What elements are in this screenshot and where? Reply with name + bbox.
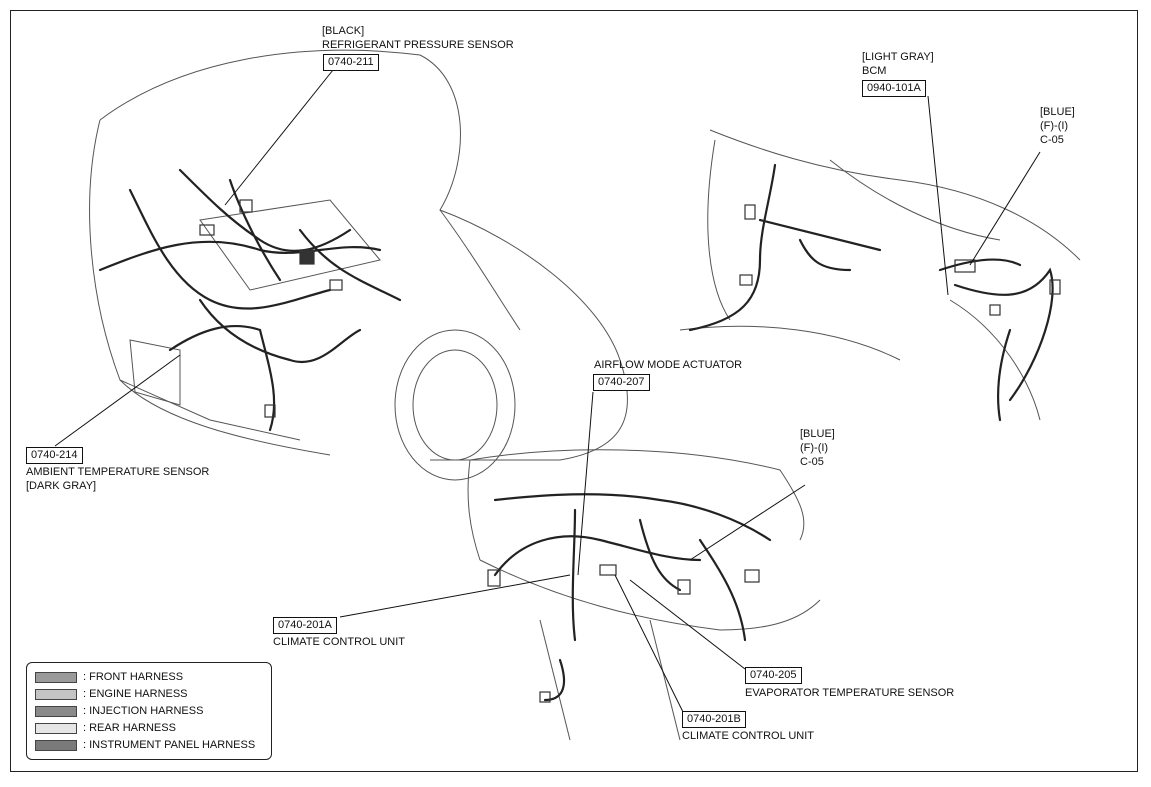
blue-connector-top-line2: (F)-(I) <box>1040 120 1069 132</box>
bcm-color: [LIGHT GRAY] <box>862 51 934 63</box>
legend-item-engine-harness: : ENGINE HARNESS <box>35 687 188 701</box>
ambient-sensor-code: 0740-214 <box>26 447 83 464</box>
blue-connector-mid-line2: (F)-(I) <box>800 442 829 454</box>
bcm-code: 0940-101A <box>862 80 926 97</box>
airflow-actuator-code: 0740-207 <box>593 374 650 391</box>
climate-control-b-code: 0740-201B <box>682 711 746 728</box>
refrigerant-sensor-color: [BLACK] <box>322 25 365 37</box>
legend-swatch <box>35 671 77 683</box>
evaporator-sensor-name: EVAPORATOR TEMPERATURE SENSOR <box>745 687 955 699</box>
legend-label: : ENGINE HARNESS <box>83 688 188 700</box>
blue-connector-top-color: [BLUE] <box>1040 106 1075 118</box>
legend-item-front-harness: : FRONT HARNESS <box>35 670 183 684</box>
harness-legend: : FRONT HARNESS : ENGINE HARNESS : INJEC… <box>26 662 272 760</box>
legend-swatch <box>35 722 77 734</box>
blue-connector-mid-line3: C-05 <box>800 456 824 468</box>
evaporator-sensor-code: 0740-205 <box>745 667 802 684</box>
legend-label: : FRONT HARNESS <box>83 671 184 683</box>
bcm-name: BCM <box>862 65 887 77</box>
legend-item-instrument-panel-harness: : INSTRUMENT PANEL HARNESS <box>35 738 255 752</box>
legend-swatch <box>35 739 77 751</box>
legend-item-rear-harness: : REAR HARNESS <box>35 721 176 735</box>
diagram-frame <box>10 10 1138 772</box>
blue-connector-mid-color: [BLUE] <box>800 428 835 440</box>
climate-control-a-code: 0740-201A <box>273 617 337 634</box>
climate-control-b-name: CLIMATE CONTROL UNIT <box>682 730 815 742</box>
legend-item-injection-harness: : INJECTION HARNESS <box>35 704 203 718</box>
blue-connector-top-line3: C-05 <box>1040 134 1064 146</box>
refrigerant-sensor-name: REFRIGERANT PRESSURE SENSOR <box>322 39 514 51</box>
refrigerant-sensor-code: 0740-211 <box>323 54 379 71</box>
climate-control-a-name: CLIMATE CONTROL UNIT <box>273 636 406 648</box>
ambient-sensor-color: [DARK GRAY] <box>26 480 97 492</box>
legend-label: : REAR HARNESS <box>83 722 176 734</box>
legend-swatch <box>35 688 77 700</box>
ambient-sensor-name: AMBIENT TEMPERATURE SENSOR <box>26 466 210 478</box>
legend-label: : INJECTION HARNESS <box>83 705 204 717</box>
legend-swatch <box>35 705 77 717</box>
legend-label: : INSTRUMENT PANEL HARNESS <box>83 739 256 751</box>
airflow-actuator-name: AIRFLOW MODE ACTUATOR <box>594 359 743 371</box>
